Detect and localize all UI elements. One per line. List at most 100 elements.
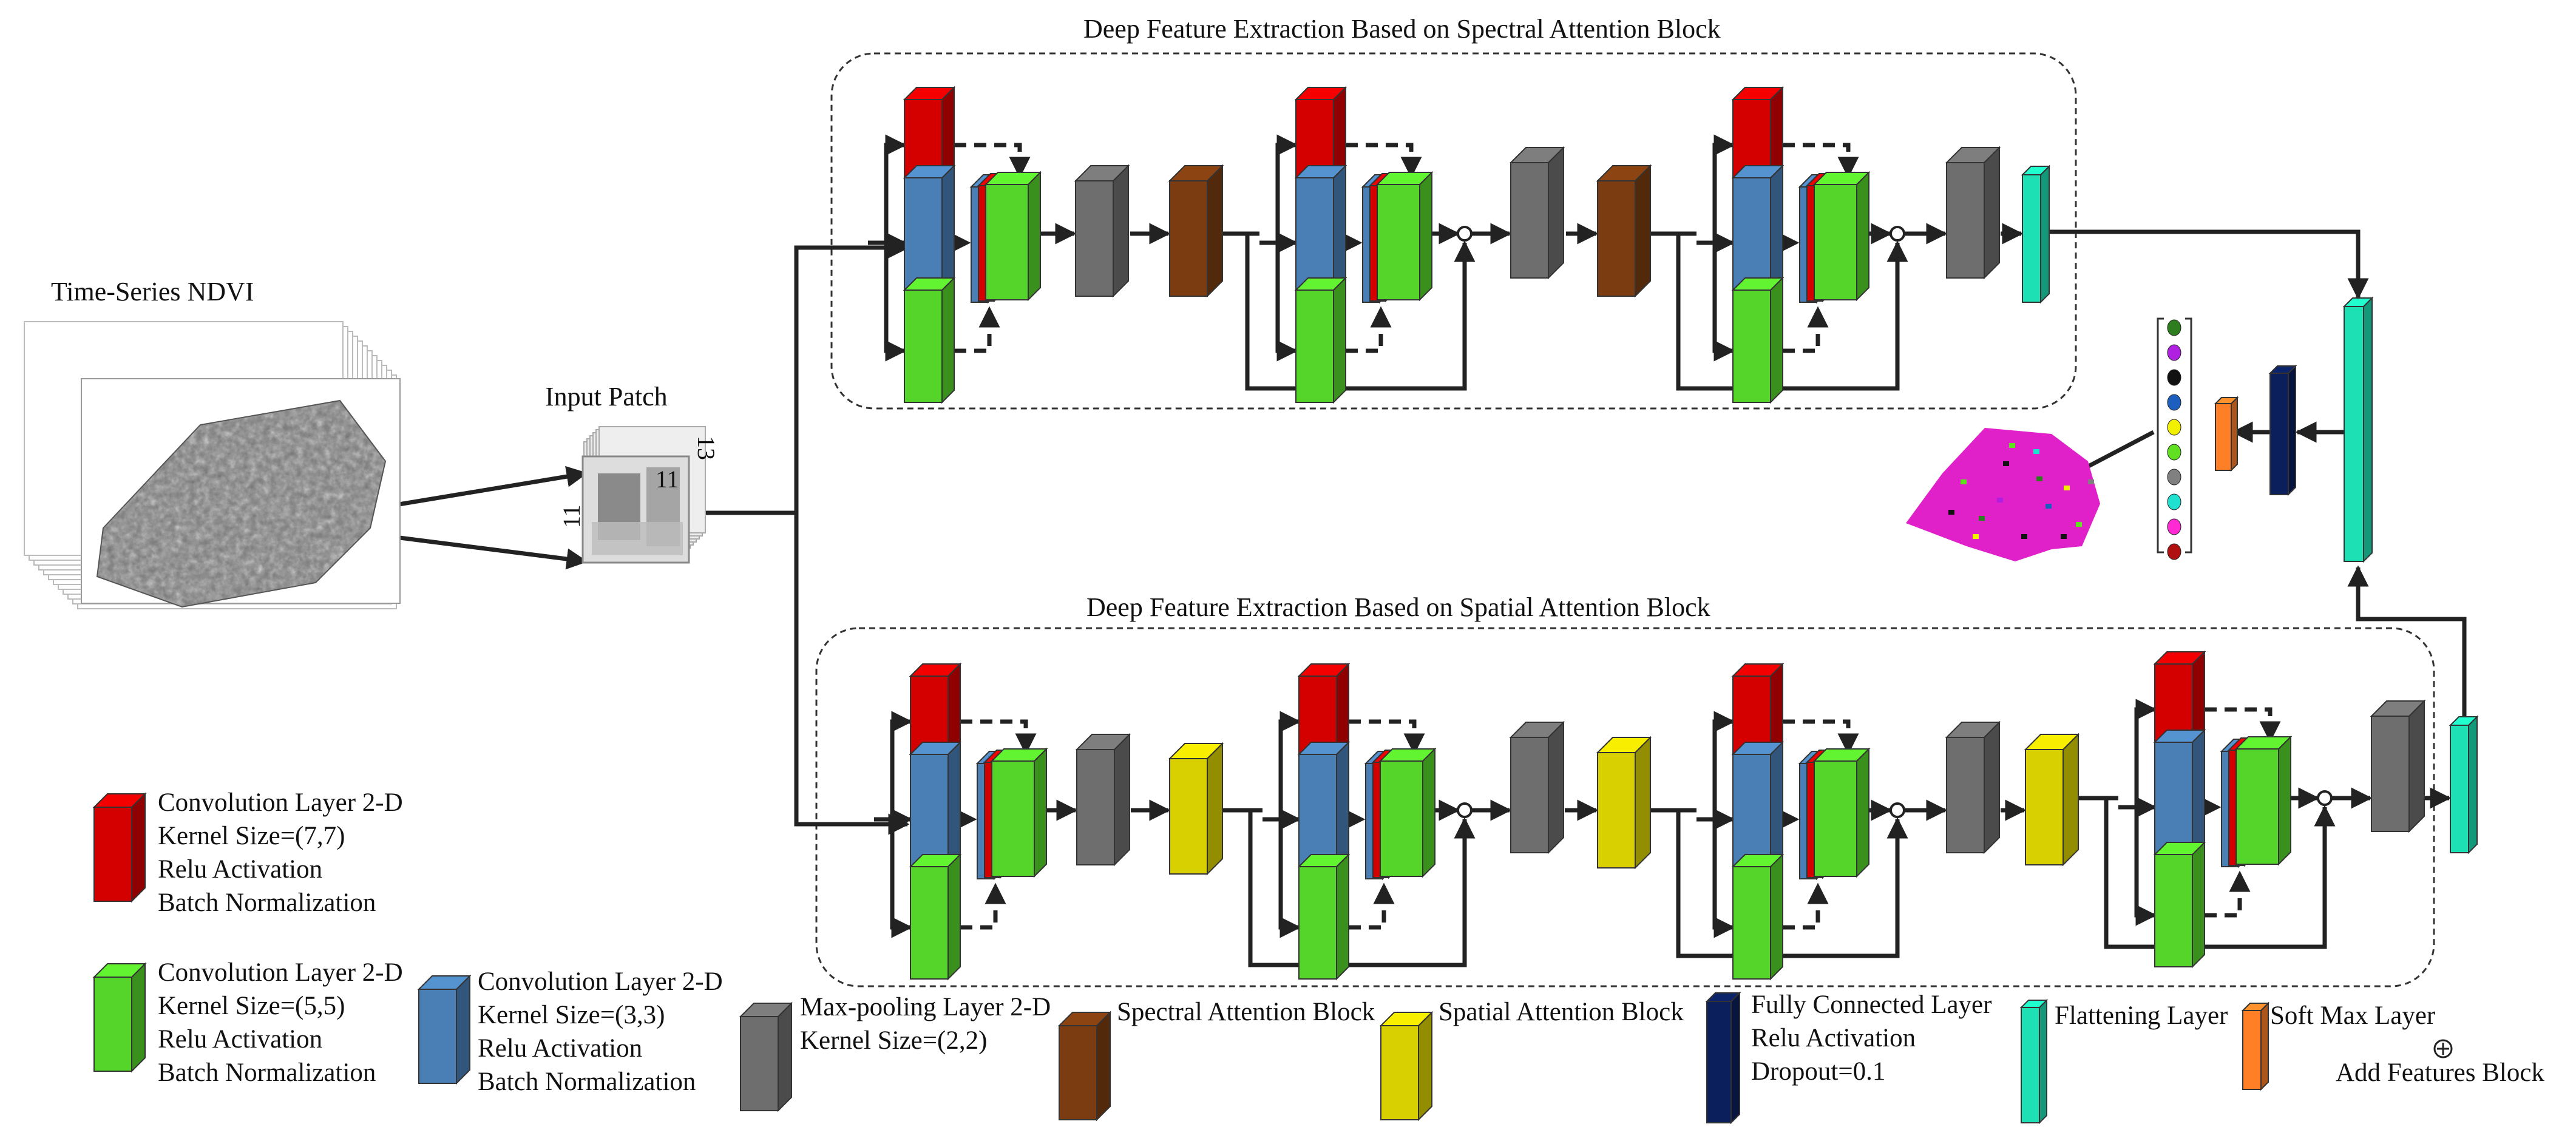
- classified-map: [1906, 428, 2100, 561]
- legend-conv5-swatch-face: [93, 977, 132, 1072]
- spec-m2-k7-to-concat: [1346, 143, 1422, 178]
- patch-dim-height: 11: [558, 504, 585, 528]
- legend-fc-text: Fully Connected Layer Relu Activation Dr…: [1751, 990, 1992, 1086]
- spec-pool-1: [1074, 164, 1130, 298]
- spec-pool-3: [1945, 146, 2001, 280]
- spat-att-3: [2024, 733, 2080, 867]
- legend-softmax-swatch: [2241, 1001, 2270, 1091]
- spat-m3-concat-green-face: [1814, 760, 1857, 877]
- spec-pool-2-side: [1548, 146, 1564, 280]
- spat-m3-conv5: [1731, 853, 1785, 981]
- legend-flatten-swatch-face: [2021, 1007, 2040, 1123]
- spat-add-2: [1890, 802, 1905, 818]
- spat-m4-conv5-side: [2192, 841, 2205, 969]
- spec-m2-concat-green-face: [1377, 184, 1420, 300]
- spat-add-3: [2317, 790, 2333, 806]
- spec-m3-conv5-face: [1732, 289, 1771, 403]
- spat-m2-k7-to-concat: [1349, 719, 1425, 755]
- map-pixel-6: [2076, 522, 2082, 527]
- spat-pool-3: [1945, 720, 2001, 855]
- spec-m3-to-k7: [1712, 134, 1735, 243]
- spec-att-1: [1168, 164, 1224, 298]
- map-pixel-2: [2033, 449, 2039, 454]
- legend-conv7-swatch-face: [93, 807, 132, 902]
- spatial-block-title: Deep Feature Extraction Based on Spatial…: [1086, 592, 1710, 622]
- map-pixel-1: [2003, 461, 2009, 466]
- class-legend: [2157, 317, 2192, 560]
- spec-m3-concat-green: [1812, 171, 1871, 302]
- spec-m1-k5-to-concat: [954, 306, 1000, 353]
- class-dot-4: [2167, 419, 2181, 436]
- spat-att-2: [1596, 736, 1652, 870]
- spat-pool-4-face: [2371, 716, 2410, 832]
- spat-m4-concat-green: [2234, 735, 2293, 866]
- spec-m3-concat-green-side: [1856, 171, 1869, 302]
- spat-m3-to-k7: [1712, 711, 1735, 819]
- spat-pool-3-side: [1984, 720, 2000, 855]
- spat-pool-4: [2370, 699, 2426, 833]
- spat-m4-k7-to-concat: [2205, 707, 2281, 743]
- map-pixel-10: [2088, 479, 2094, 484]
- class-bracket-right: [2185, 317, 2192, 554]
- spat-pool-3-face: [1946, 737, 1985, 853]
- legend-spatial-swatch: [1379, 1011, 1434, 1122]
- patch-to-spatial: [794, 513, 910, 835]
- map-pixel-7: [1997, 498, 2003, 503]
- map-pixel-9: [1948, 510, 1954, 515]
- ndvi-stack: [24, 321, 401, 609]
- legend-maxpool-swatch-side: [778, 1001, 792, 1112]
- spat-m2-to-k7: [1278, 711, 1301, 819]
- spec-m2-concat-green: [1375, 171, 1434, 302]
- spectral-block-frame: [830, 52, 2077, 410]
- class-bracket-left: [2157, 317, 2164, 554]
- spat-m4-to-k7: [2134, 699, 2157, 807]
- class-dot-7: [2167, 493, 2181, 510]
- input-patch: [581, 426, 706, 564]
- spec-m2-conv3: [1294, 164, 1347, 304]
- spat-m2-k5-to-concat: [1349, 882, 1395, 930]
- spat-flatten-face: [2450, 725, 2469, 853]
- legend-spectral-swatch: [1057, 1011, 1112, 1122]
- class-dot-0: [2167, 319, 2181, 336]
- spec-m3-concat-green-face: [1814, 184, 1857, 300]
- spat-m4-concat-green-face: [2235, 748, 2279, 865]
- class-dot-9: [2167, 543, 2181, 560]
- patch-to-spectral: [794, 237, 910, 513]
- spec-m2-concat-green-side: [1419, 171, 1432, 302]
- legend-conv7-swatch-side: [131, 792, 146, 903]
- legend-conv3-swatch: [417, 974, 472, 1085]
- spat-flatten: [2449, 715, 2479, 855]
- map-pixel-8: [2046, 504, 2052, 509]
- connections: [285, 52, 2467, 987]
- spat-pool-1-face: [1076, 749, 1115, 865]
- legend-maxpool-swatch-face: [740, 1016, 779, 1111]
- legend-spectral-text: Spectral Attention Block: [1117, 998, 1375, 1026]
- legend-conv7-text: Convolution Layer 2-D Kernel Size=(7,7) …: [158, 788, 403, 917]
- spat-m1-concat-green-face: [991, 760, 1035, 877]
- spec-m1-conv5-side: [941, 276, 955, 404]
- spat-m2-conv5: [1297, 853, 1351, 981]
- class-dot-5: [2167, 444, 2181, 461]
- spec-m1-concat-green: [984, 171, 1042, 302]
- spec-m1-k7-to-concat: [954, 143, 1031, 178]
- map-pixel-12: [1973, 534, 1979, 539]
- spectral-block-title: Deep Feature Extraction Based on Spectra…: [1083, 14, 1721, 44]
- patch-dim-width: 11: [656, 466, 679, 493]
- spat-skip-2: [1676, 810, 1908, 958]
- spec-m1-conv5: [903, 276, 956, 404]
- spec-m3-k7-to-concat: [1783, 143, 1859, 178]
- merged-flatten-face: [2344, 306, 2364, 562]
- spec-pool-2: [1509, 146, 1565, 280]
- legend-fc-swatch-side: [1730, 991, 1740, 1125]
- legend-conv3-swatch-side: [456, 974, 470, 1085]
- spec-pool-2-face: [1510, 162, 1549, 279]
- spec-flatten-face: [2022, 174, 2041, 303]
- spat-m2-concat-green-face: [1380, 760, 1423, 877]
- spat-m3-k5-to-concat: [1783, 882, 1829, 930]
- spec-add-1: [1457, 226, 1473, 242]
- spec-skip-2: [1676, 234, 1908, 391]
- map-pixel-4: [1979, 516, 1985, 521]
